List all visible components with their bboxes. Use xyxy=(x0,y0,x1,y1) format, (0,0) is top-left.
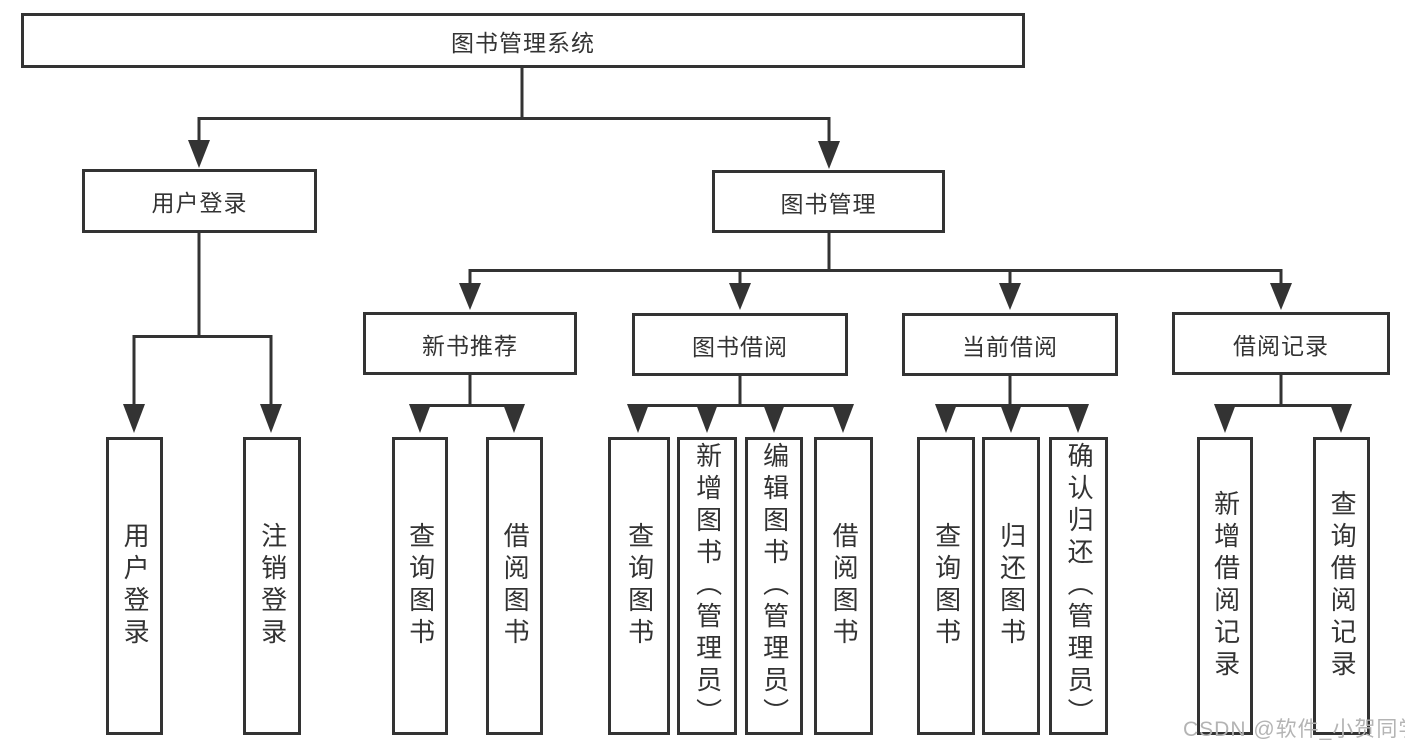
edge-new-book-children xyxy=(409,375,525,433)
node-book-borrow: 图书借阅 xyxy=(632,313,848,376)
node-label: 图书管理 xyxy=(780,190,877,217)
leaf-return-book: 归还图书 xyxy=(982,437,1040,735)
leaf-query-borrow-record: 查询借阅记录 xyxy=(1313,437,1370,735)
node-root-label: 图书管理系统 xyxy=(451,29,595,56)
edge-book-borrow-children xyxy=(627,376,854,433)
edge-book-mgmt-children xyxy=(459,233,1292,310)
leaf-confirm-return-admin: 确认归还（管理员） xyxy=(1049,437,1108,735)
leaf-label: 借阅图书 xyxy=(500,522,531,650)
leaf-label: 注销登录 xyxy=(257,522,288,650)
node-current-borrow: 当前借阅 xyxy=(902,313,1118,376)
edge-root-to-level2 xyxy=(188,68,840,169)
leaf-query-book: 查询图书 xyxy=(392,437,448,735)
node-label: 新书推荐 xyxy=(422,332,518,359)
leaf-label: 新增借阅记录 xyxy=(1210,490,1241,682)
node-label: 图书借阅 xyxy=(692,333,788,360)
node-user-login: 用户登录 xyxy=(82,169,317,233)
edge-user-login-children xyxy=(123,233,282,433)
node-borrow-records: 借阅记录 xyxy=(1172,312,1390,375)
leaf-label: 归还图书 xyxy=(996,522,1027,650)
leaf-add-book-admin: 新增图书（管理员） xyxy=(677,437,737,735)
leaf-borrow-book: 借阅图书 xyxy=(814,437,873,735)
leaf-borrow-book: 借阅图书 xyxy=(486,437,543,735)
leaf-label: 查询图书 xyxy=(931,522,962,650)
node-label: 当前借阅 xyxy=(962,333,1058,360)
node-label: 用户登录 xyxy=(151,190,248,216)
node-new-book-recommend: 新书推荐 xyxy=(363,312,577,375)
leaf-logout: 注销登录 xyxy=(243,437,301,735)
edge-current-borrow-children xyxy=(935,376,1089,433)
leaf-label: 借阅图书 xyxy=(829,522,860,650)
leaf-edit-book-admin: 编辑图书（管理员） xyxy=(745,437,803,735)
csdn-watermark: CSDN @软件_小贺同学 xyxy=(1183,718,1405,741)
edge-borrow-record-children xyxy=(1214,375,1352,433)
leaf-query-book: 查询图书 xyxy=(608,437,670,735)
node-label: 借阅记录 xyxy=(1233,332,1329,359)
node-root-system: 图书管理系统 xyxy=(21,13,1025,68)
leaf-user-login: 用户登录 xyxy=(106,437,163,735)
leaf-label: 新增图书（管理员） xyxy=(692,442,723,730)
leaf-label: 查询图书 xyxy=(405,522,436,650)
leaf-label: 用户登录 xyxy=(120,522,151,650)
leaf-label: 查询借阅记录 xyxy=(1327,490,1358,682)
leaf-label: 查询图书 xyxy=(624,522,655,650)
node-book-management: 图书管理 xyxy=(712,170,945,233)
leaf-query-book: 查询图书 xyxy=(917,437,975,735)
leaf-label: 确认归还（管理员） xyxy=(1064,442,1095,730)
leaf-add-borrow-record: 新增借阅记录 xyxy=(1197,437,1253,735)
leaf-label: 编辑图书（管理员） xyxy=(759,442,790,730)
